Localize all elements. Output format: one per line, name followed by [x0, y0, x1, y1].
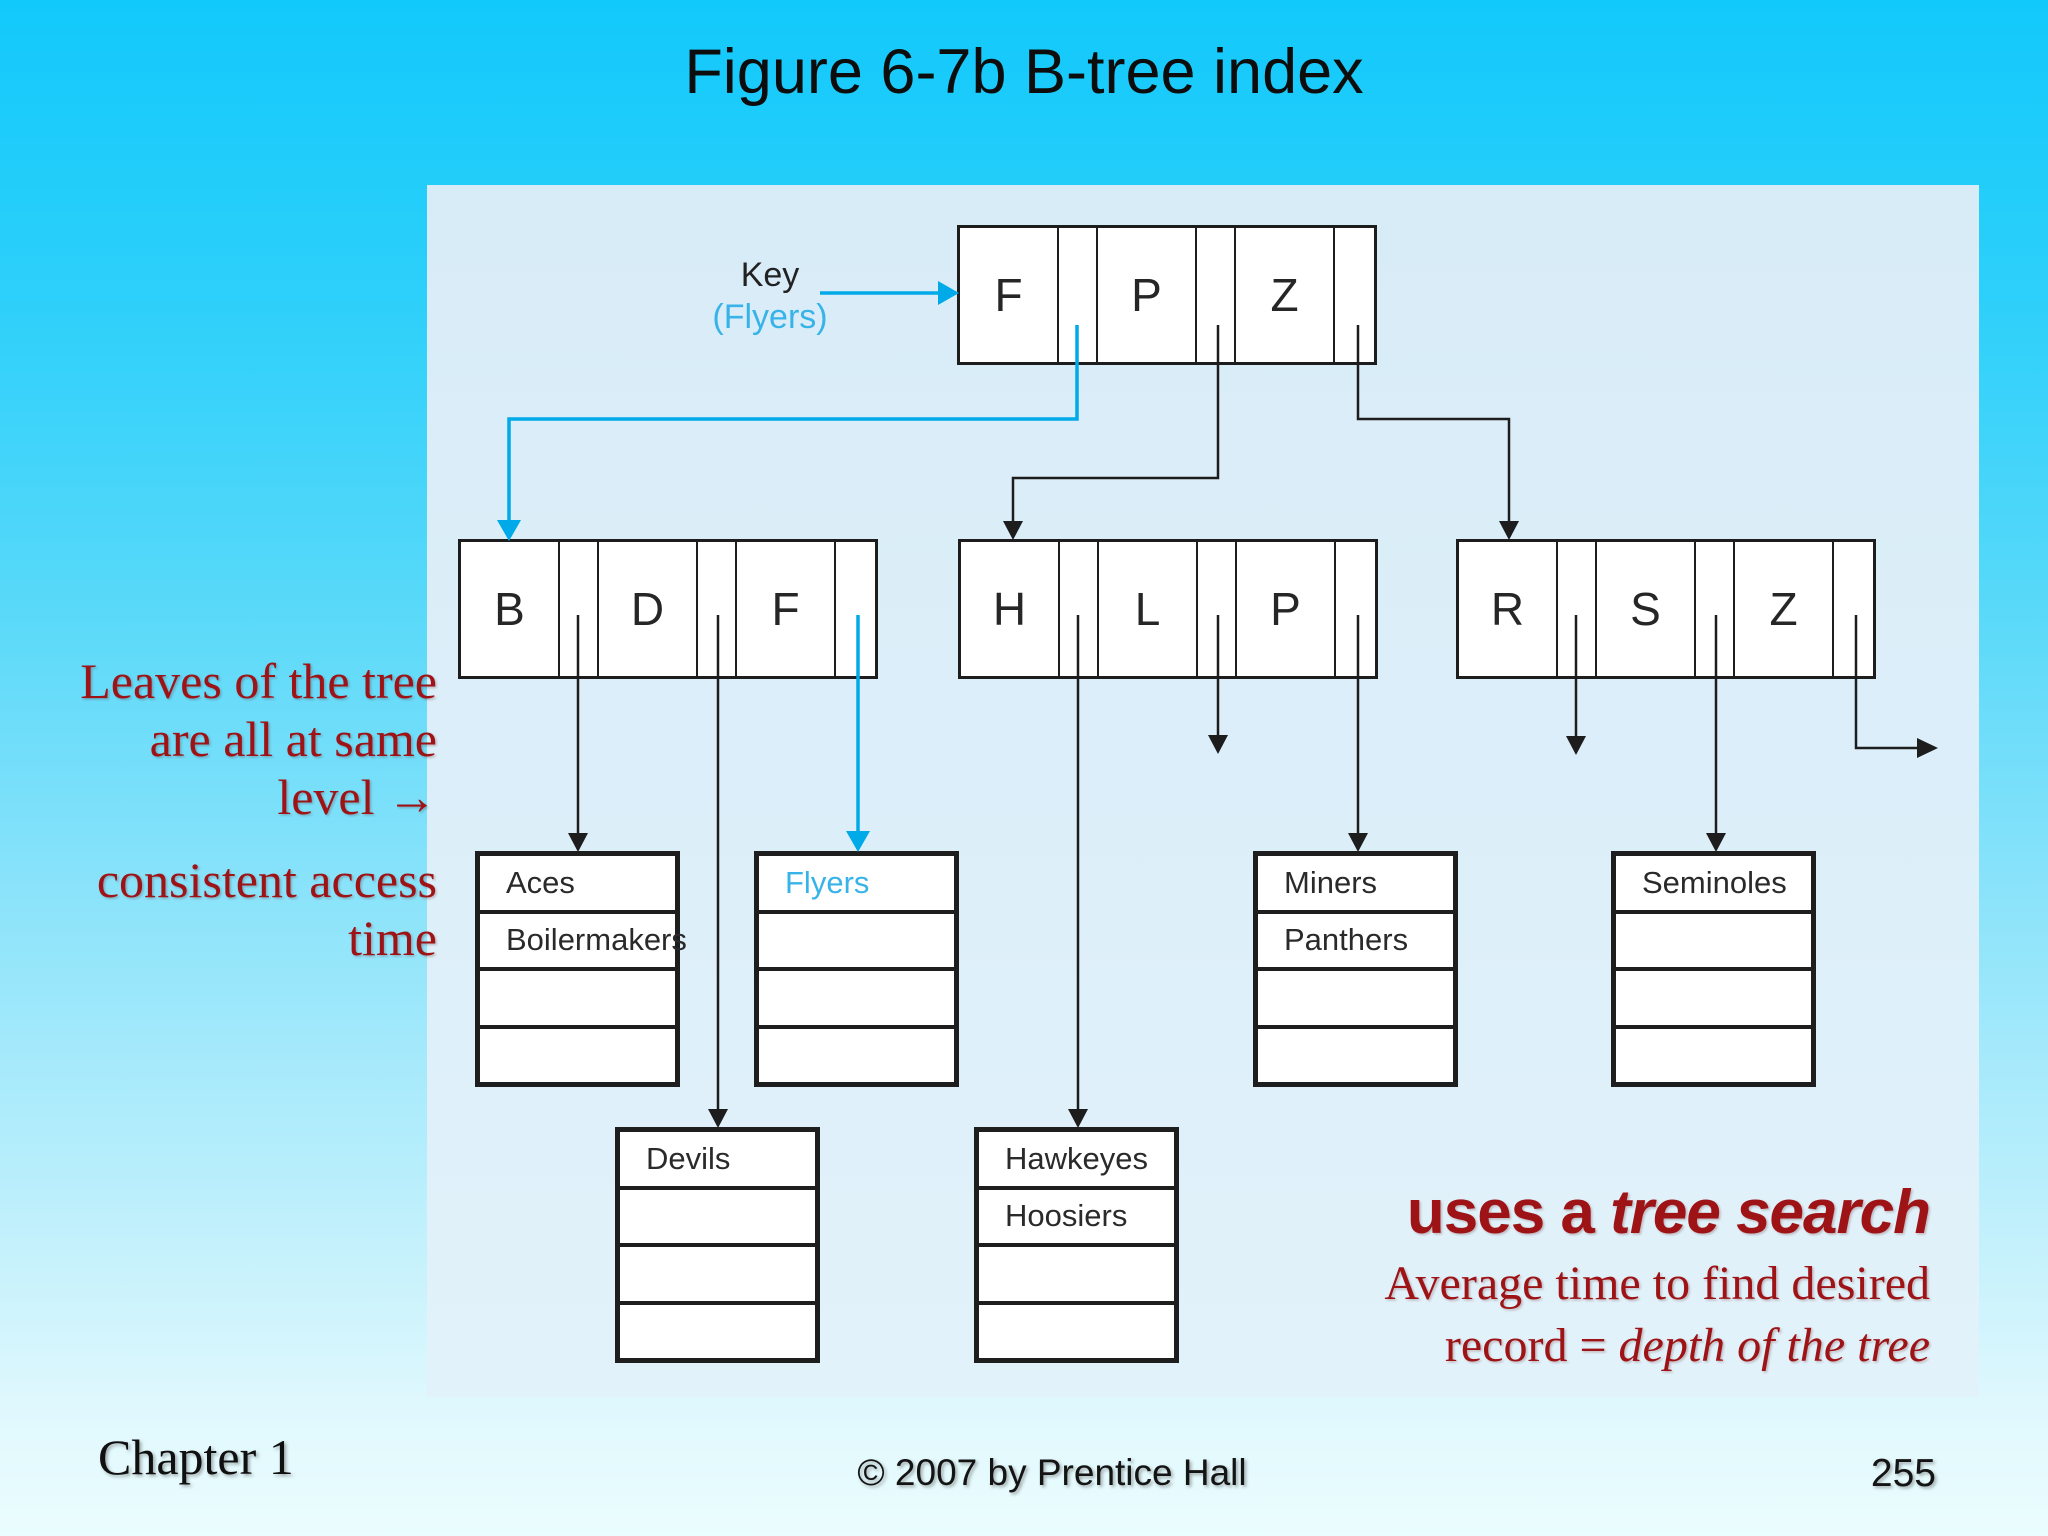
side-note-line: are all at same — [149, 711, 437, 767]
key-cell: Z — [1735, 542, 1834, 676]
leaf-row: Aces — [506, 864, 575, 900]
btree-node-hlp: H L P — [958, 539, 1378, 679]
leaf-row: Seminoles — [1642, 864, 1787, 900]
btree-node-rsz: R S Z — [1456, 539, 1876, 679]
pointer-cell — [698, 542, 737, 676]
key-cell: P — [1237, 542, 1336, 676]
pointer-cell — [1336, 542, 1374, 676]
leaf-table-aces: Aces Boilermakers — [475, 851, 687, 1087]
key-label-text: Key — [740, 256, 800, 294]
leaf-row — [979, 1243, 1174, 1301]
pointer-cell — [836, 542, 874, 676]
side-note-line: consistent access — [96, 852, 437, 908]
key-cell: F — [737, 542, 836, 676]
pointer-cell — [1558, 542, 1597, 676]
leaf-row: Miners — [1284, 864, 1378, 900]
annotation-line-roman: record = — [1444, 1319, 1619, 1372]
side-note-line: Leaves of the tree — [80, 653, 437, 709]
side-note-line-arrow: level → — [277, 769, 437, 825]
side-note: Leaves of the tree are all at same level… — [0, 652, 437, 967]
key-cell: D — [599, 542, 698, 676]
leaf-row — [1616, 909, 1811, 968]
leaf-row — [759, 909, 954, 968]
annotation-line: record = depth of the tree — [1384, 1315, 1930, 1377]
key-cell: F — [960, 228, 1059, 362]
leaf-table-hawkeyes: Hawkeyes Hoosiers — [974, 1127, 1179, 1363]
leaf-row — [1258, 1024, 1453, 1083]
pointer-cell — [1696, 542, 1735, 676]
pointer-cell — [1198, 542, 1237, 676]
leaf-row — [620, 1243, 815, 1301]
btree-node-bdf: B D F — [458, 539, 878, 679]
footer-page-number: 255 — [1870, 1452, 1936, 1495]
pointer-cell — [1060, 542, 1099, 676]
leaf-row — [1616, 967, 1811, 1025]
leaf-row — [759, 1024, 954, 1083]
side-note-line: time — [348, 910, 437, 966]
annotation-heading-italic: tree search — [1610, 1178, 1931, 1247]
leaf-row — [759, 967, 954, 1025]
leaf-table-seminoles: Seminoles — [1611, 851, 1816, 1087]
key-label: Key (Flyers) — [655, 254, 885, 338]
leaf-row — [1258, 967, 1453, 1025]
side-note-paragraph: Leaves of the tree are all at same level… — [0, 652, 437, 826]
side-note-paragraph: consistent access time — [0, 851, 437, 967]
tree-search-annotation: uses a tree search Average time to find … — [1384, 1173, 1931, 1377]
annotation-heading: uses a tree search — [1384, 1173, 1931, 1253]
annotation-heading-roman: uses a — [1406, 1178, 1611, 1247]
key-label-value: (Flyers) — [712, 298, 828, 336]
key-cell: R — [1459, 542, 1558, 676]
leaf-row: Boilermakers — [480, 909, 687, 968]
leaf-table-flyers: Flyers — [754, 851, 959, 1087]
leaf-row — [620, 1300, 815, 1359]
key-cell: H — [961, 542, 1060, 676]
btree-root-node: F P Z — [957, 225, 1377, 365]
pointer-cell — [1197, 228, 1236, 362]
footer-chapter: Chapter 1 — [98, 1429, 294, 1485]
leaf-row — [979, 1300, 1174, 1359]
leaf-row — [480, 967, 675, 1025]
key-cell: P — [1098, 228, 1197, 362]
leaf-table-devils: Devils — [615, 1127, 820, 1363]
key-cell: L — [1099, 542, 1198, 676]
pointer-cell — [1335, 228, 1373, 362]
leaf-table-miners: Miners Panthers — [1253, 851, 1458, 1087]
annotation-line: Average time to find desired — [1384, 1257, 1930, 1310]
page-title: Figure 6-7b B-tree index — [684, 37, 1364, 107]
footer-copyright: © 2007 by Prentice Hall — [857, 1452, 1247, 1493]
annotation-line-italic: depth of the tree — [1618, 1319, 1930, 1372]
pointer-cell — [1834, 542, 1872, 676]
key-cell: Z — [1236, 228, 1335, 362]
leaf-row: Hawkeyes — [1005, 1140, 1148, 1176]
leaf-row — [480, 1024, 675, 1083]
leaf-row — [620, 1185, 815, 1244]
leaf-row: Devils — [646, 1140, 731, 1176]
pointer-cell — [560, 542, 599, 676]
leaf-row: Panthers — [1258, 909, 1453, 968]
key-cell: S — [1597, 542, 1696, 676]
leaf-row — [1616, 1024, 1811, 1083]
key-cell: B — [461, 542, 560, 676]
pointer-cell — [1059, 228, 1098, 362]
leaf-row: Hoosiers — [979, 1185, 1174, 1244]
leaf-row-highlighted: Flyers — [785, 864, 870, 900]
